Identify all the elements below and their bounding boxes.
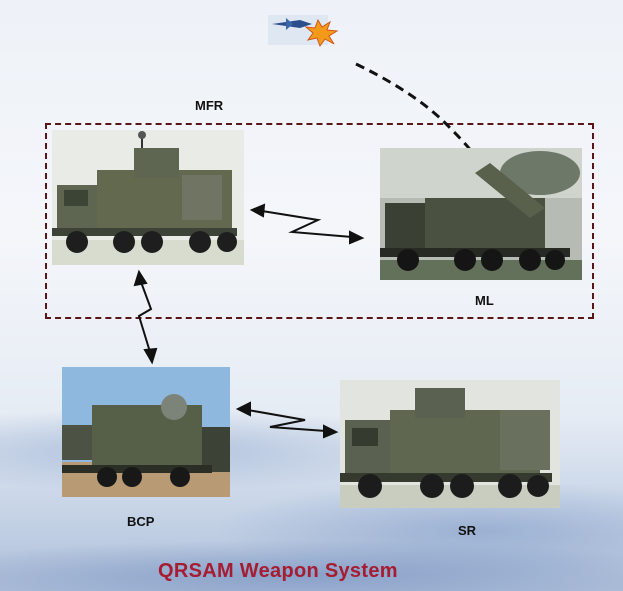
link-mfr-bcp: [133, 269, 158, 365]
bcp-label: BCP: [127, 514, 155, 529]
diagram-title: QRSAM Weapon System: [158, 560, 398, 582]
ml-label: ML: [475, 293, 494, 308]
link-mfr-ml: [249, 203, 365, 245]
missile-trajectory: [355, 62, 480, 161]
mfr-ml-group-box: [45, 123, 594, 319]
link-bcp-sr: [235, 401, 339, 439]
mfr-label: MFR: [195, 98, 224, 113]
aircraft-target-icon: [268, 15, 339, 48]
sr-label: SR: [458, 523, 477, 538]
ml-vehicle-image: [380, 148, 582, 280]
sr-vehicle-image: [340, 380, 560, 508]
bcp-vehicle-image: [62, 367, 230, 497]
mfr-vehicle-image: [52, 130, 244, 265]
